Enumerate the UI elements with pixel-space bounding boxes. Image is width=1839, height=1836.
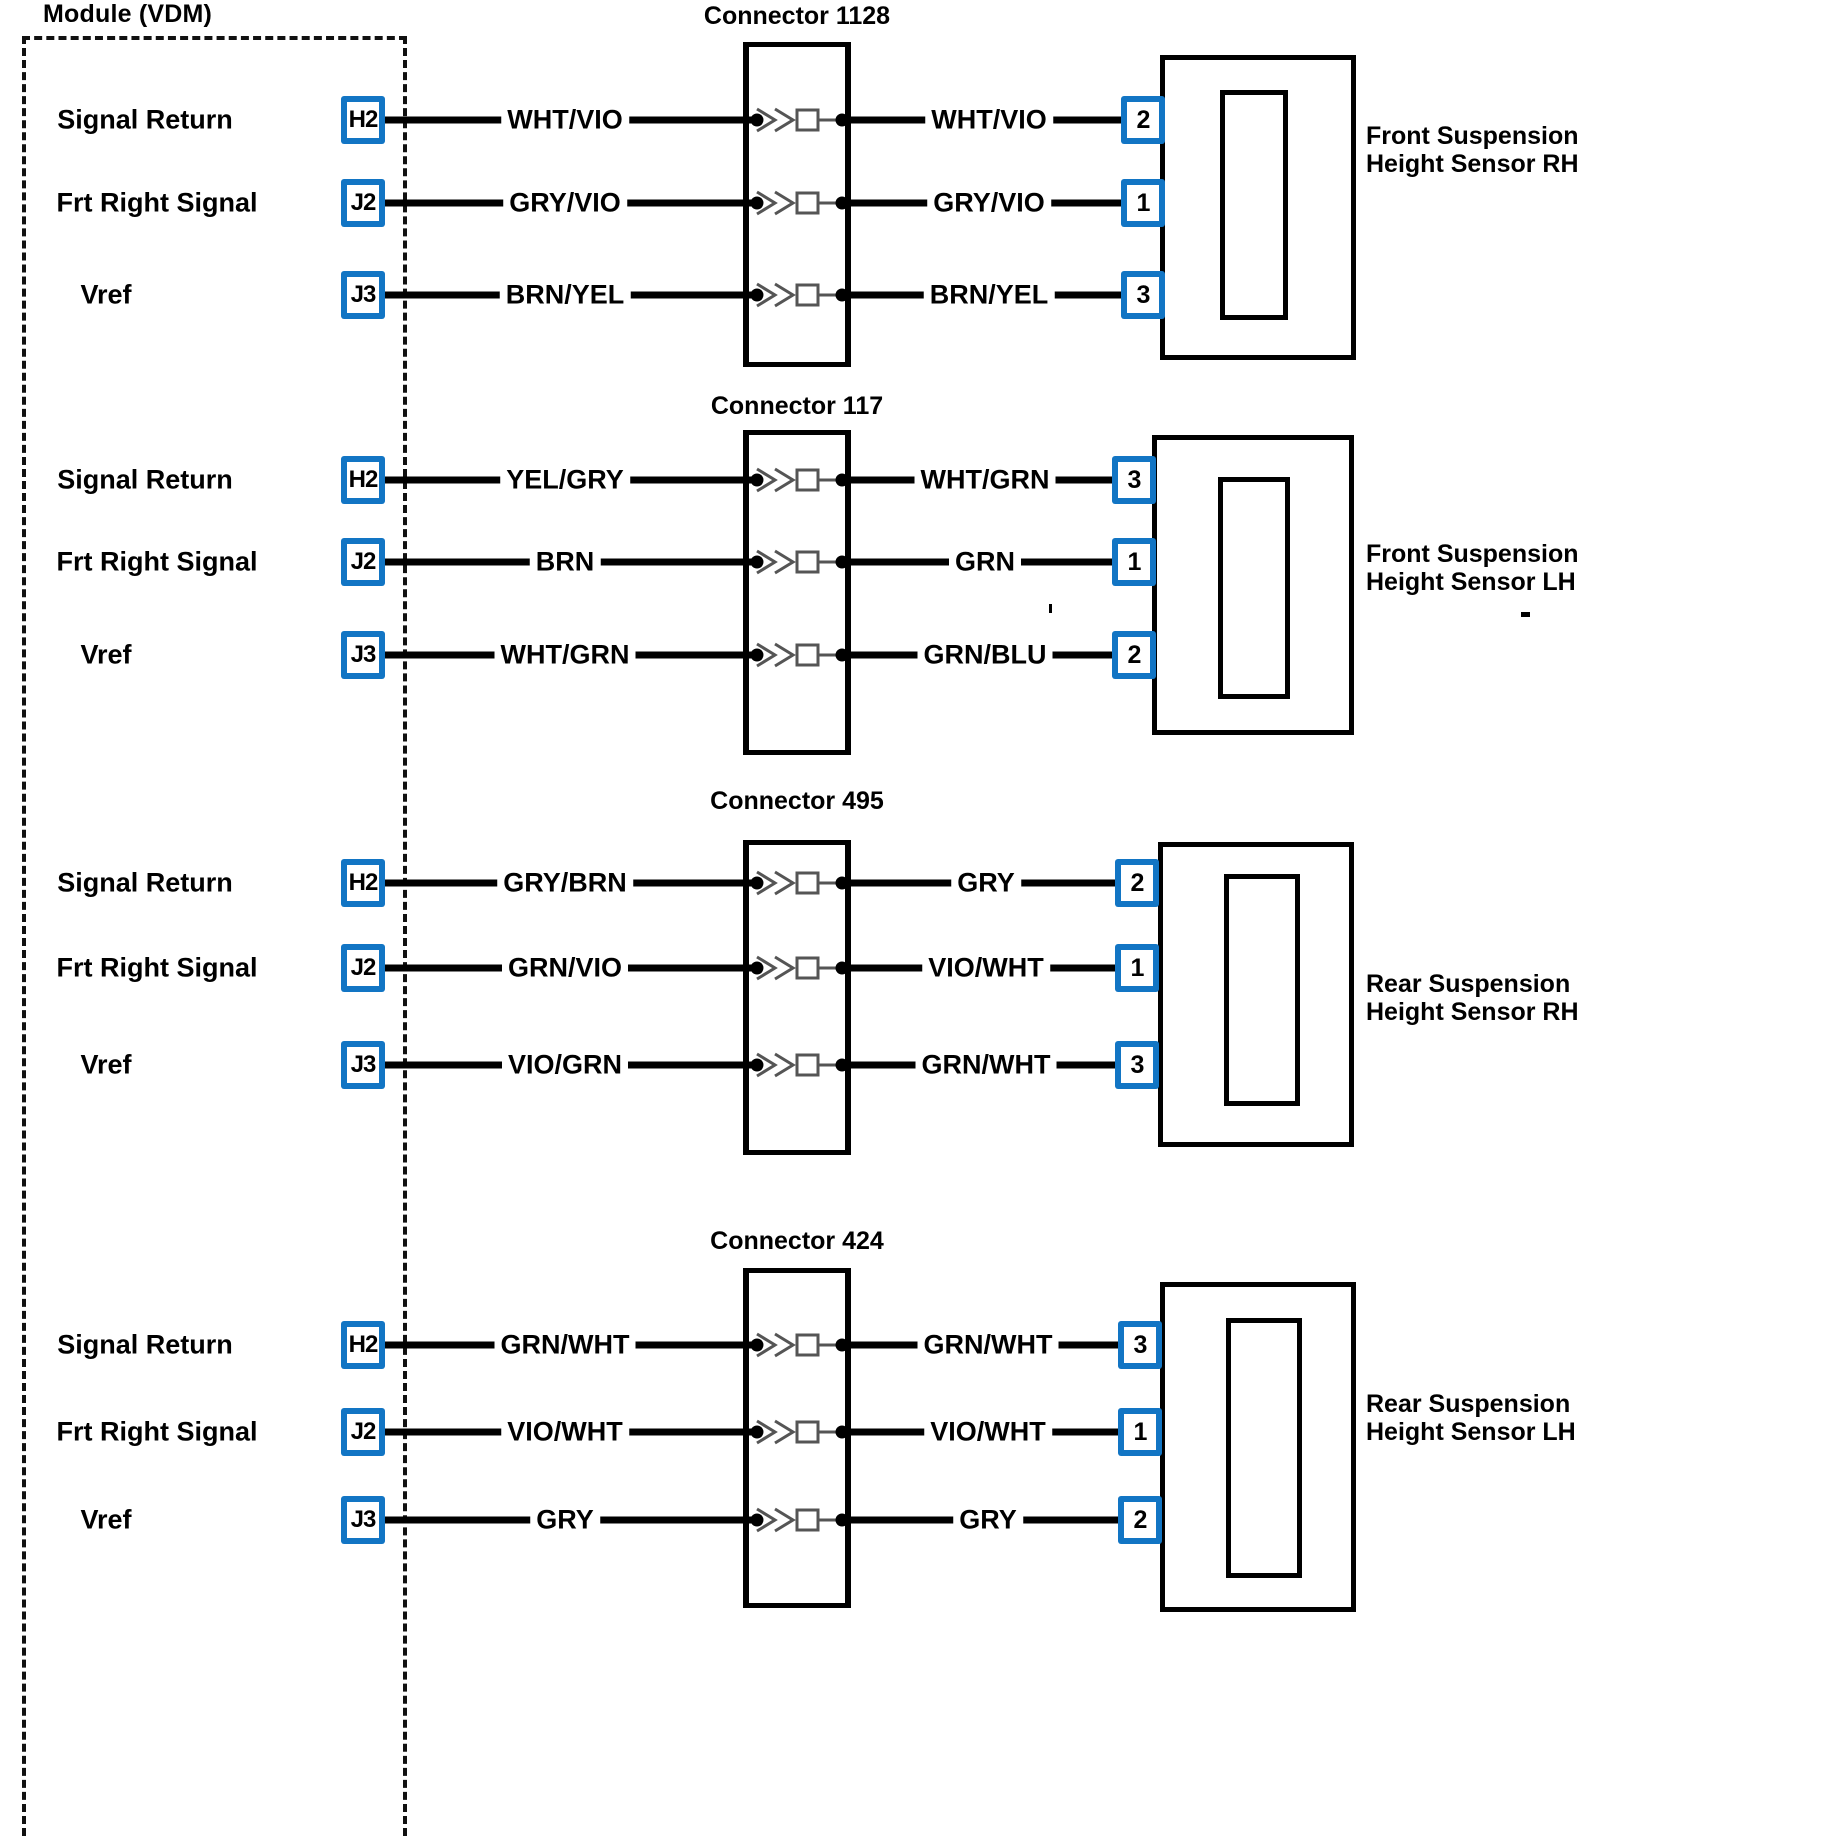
pin-function-label: Frt Right Signal xyxy=(56,187,258,218)
wire-color-label: GRY/BRN xyxy=(497,869,633,897)
module-pin-j2[interactable]: J2 xyxy=(341,538,385,586)
module-pin-j3[interactable]: J3 xyxy=(341,631,385,679)
wire-color-label: GRY xyxy=(951,869,1021,897)
wire-junction-dot xyxy=(750,961,764,975)
module-pin-h2[interactable]: H2 xyxy=(341,456,385,504)
wire-color-label: VIO/WHT xyxy=(922,954,1050,982)
module-pin-j3[interactable]: J3 xyxy=(341,271,385,319)
pin-function-label: Signal Return xyxy=(57,104,233,135)
module-pin-h2[interactable]: H2 xyxy=(341,96,385,144)
sensor-pin-1[interactable]: 1 xyxy=(1118,1408,1162,1456)
sensor-body xyxy=(1160,1282,1356,1612)
wire-color-label: WHT/VIO xyxy=(925,106,1053,134)
wire-color-label: GRN/WHT xyxy=(494,1331,636,1359)
sensor-pin-2[interactable]: 2 xyxy=(1121,96,1165,144)
pin-function-label: Signal Return xyxy=(57,1329,233,1360)
pin-function-label: Vref xyxy=(80,639,132,670)
pin-function-label: Vref xyxy=(80,279,132,310)
wire-color-label: GRN/BLU xyxy=(917,641,1053,669)
sensor-pin-2[interactable]: 2 xyxy=(1118,1496,1162,1544)
module-pin-j2[interactable]: J2 xyxy=(341,944,385,992)
module-title: Module (VDM) xyxy=(43,0,213,28)
connector-body xyxy=(743,840,851,1155)
module-pin-h2[interactable]: H2 xyxy=(341,859,385,907)
wire-color-label: YEL/GRY xyxy=(500,466,630,494)
stray-mark-2 xyxy=(1521,612,1530,617)
wire-junction-dot xyxy=(750,555,764,569)
wire-color-label: WHT/GRN xyxy=(914,466,1056,494)
connector-title: Connector 1128 xyxy=(703,2,891,30)
wire-junction-dot xyxy=(750,1513,764,1527)
connector-body xyxy=(743,430,851,755)
wire-color-label: VIO/GRN xyxy=(501,1051,629,1079)
wire-color-label: WHT/GRN xyxy=(494,641,636,669)
pin-function-label: Frt Right Signal xyxy=(56,952,258,983)
pin-function-label: Signal Return xyxy=(57,867,233,898)
pin-function-label: Frt Right Signal xyxy=(56,546,258,577)
module-pin-j3[interactable]: J3 xyxy=(341,1496,385,1544)
connector-body xyxy=(743,1268,851,1608)
sensor-pin-3[interactable]: 3 xyxy=(1121,271,1165,319)
sensor-pin-1[interactable]: 1 xyxy=(1115,944,1159,992)
wire-junction-dot xyxy=(750,1338,764,1352)
wire-color-label: GRN/WHT xyxy=(915,1051,1057,1079)
wire-color-label: GRN/WHT xyxy=(917,1331,1059,1359)
module-boundary xyxy=(22,36,407,1836)
wire-color-label: BRN/YEL xyxy=(923,281,1055,309)
wire-junction-dot xyxy=(750,288,764,302)
wire-junction-dot xyxy=(750,196,764,210)
sensor-pin-3[interactable]: 3 xyxy=(1115,1041,1159,1089)
wire-color-label: GRY/VIO xyxy=(927,189,1051,217)
wire-junction-dot xyxy=(750,1425,764,1439)
wire-junction-dot xyxy=(750,1058,764,1072)
sensor-pin-2[interactable]: 2 xyxy=(1112,631,1156,679)
stray-mark-1 xyxy=(1049,604,1052,613)
sensor-pin-3[interactable]: 3 xyxy=(1112,456,1156,504)
sensor-element xyxy=(1224,874,1300,1106)
sensor-pin-2[interactable]: 2 xyxy=(1115,859,1159,907)
wire-color-label: GRY/VIO xyxy=(503,189,627,217)
wire-color-label: VIO/WHT xyxy=(924,1418,1052,1446)
sensor-element xyxy=(1220,90,1288,320)
wire-color-label: GRN/VIO xyxy=(501,954,629,982)
sensor-element xyxy=(1226,1318,1302,1578)
wire-color-label: GRY xyxy=(530,1506,600,1534)
wire-junction-dot xyxy=(750,876,764,890)
wire-color-label: WHT/VIO xyxy=(501,106,629,134)
sensor-pin-1[interactable]: 1 xyxy=(1112,538,1156,586)
pin-function-label: Vref xyxy=(80,1049,132,1080)
module-pin-j3[interactable]: J3 xyxy=(341,1041,385,1089)
connector-title: Connector 495 xyxy=(710,787,884,815)
module-pin-j2[interactable]: J2 xyxy=(341,179,385,227)
pin-function-label: Vref xyxy=(80,1504,132,1535)
wire-junction-dot xyxy=(750,473,764,487)
sensor-body xyxy=(1158,842,1354,1147)
wire-color-label: VIO/WHT xyxy=(501,1418,629,1446)
connector-title: Connector 424 xyxy=(710,1227,884,1255)
module-pin-h2[interactable]: H2 xyxy=(341,1321,385,1369)
wire-color-label: BRN xyxy=(529,548,601,576)
pin-function-label: Frt Right Signal xyxy=(56,1416,258,1447)
wire-color-label: GRN xyxy=(949,548,1021,576)
sensor-element xyxy=(1218,477,1290,699)
wire-color-label: GRY xyxy=(953,1506,1023,1534)
wire-junction-dot xyxy=(750,648,764,662)
wire-junction-dot xyxy=(750,113,764,127)
connector-title: Connector 117 xyxy=(710,392,884,420)
pin-function-label: Signal Return xyxy=(57,464,233,495)
sensor-pin-3[interactable]: 3 xyxy=(1118,1321,1162,1369)
wire-color-label: BRN/YEL xyxy=(499,281,631,309)
sensor-pin-1[interactable]: 1 xyxy=(1121,179,1165,227)
module-pin-j2[interactable]: J2 xyxy=(341,1408,385,1456)
